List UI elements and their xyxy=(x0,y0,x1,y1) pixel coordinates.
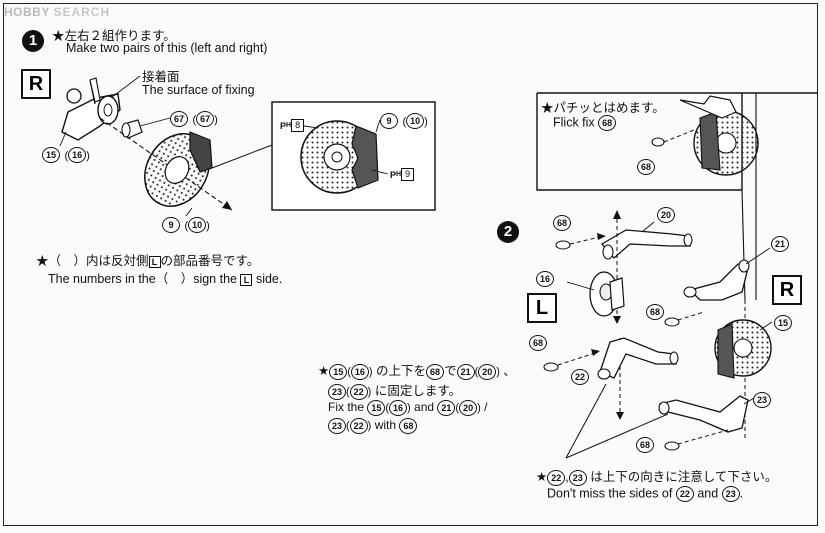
part-15-badge: 15 xyxy=(42,146,60,163)
part-10-badge: 10 xyxy=(188,216,207,233)
brake-disc-9 xyxy=(144,131,213,207)
part-22-label: 22 xyxy=(571,368,589,386)
upper-arm-21 xyxy=(683,259,750,301)
detail-parts-9-10: 9 (10) xyxy=(380,112,428,130)
part-21-label: 21 xyxy=(771,235,789,253)
fix-en-line2: 23(22) with 68 xyxy=(328,418,418,434)
side-badge-r: R xyxy=(21,69,51,99)
brake-disc-15 xyxy=(714,319,772,379)
flick-jp-text: ★パチッとはめます。 xyxy=(541,101,665,115)
watermark-brand: HOBBY xyxy=(4,5,50,19)
parts-9-10: 9 (10) xyxy=(162,216,210,234)
part-67b-badge: 67 xyxy=(196,110,215,127)
note-en: The numbers in the（ ）sign the L side. xyxy=(48,272,283,286)
side-badge-r2: R xyxy=(772,275,802,305)
knuckle-upright-r xyxy=(61,77,121,141)
step-number-2: 2 xyxy=(497,221,519,243)
pin-67 xyxy=(121,119,143,139)
flick-68-label: 68 xyxy=(637,158,655,176)
miss-jp: ★22,23 は上下の向きに注意して下さい。 xyxy=(536,469,778,486)
part-68c-label: 68 xyxy=(646,303,664,321)
watermark: HOBBY SEARCH xyxy=(4,5,110,19)
lower-arm-22 xyxy=(597,337,679,380)
part-20-label: 20 xyxy=(657,206,675,224)
part-68d-label: 68 xyxy=(529,334,547,352)
part-68e-label: 68 xyxy=(636,436,654,454)
lower-arm-23 xyxy=(658,395,749,433)
part-68-badge: 68 xyxy=(598,115,617,131)
part-67a-badge: 67 xyxy=(170,110,188,127)
ph9-box: 9 xyxy=(401,168,415,182)
flick-en-text: Flick fix 68 xyxy=(553,115,617,131)
hub-16 xyxy=(589,271,625,317)
flick-detail-art xyxy=(651,95,759,176)
part-23-label: 23 xyxy=(753,391,771,409)
parts-67: 67 (67) xyxy=(170,110,218,128)
surface-jp-label: 接着面 xyxy=(142,70,180,84)
part-16-label: 16 xyxy=(536,270,554,288)
fix-en-line1: Fix the 15(16) and 21(20) / xyxy=(328,400,488,416)
ph8-box: 8 xyxy=(291,119,305,133)
detail-disc xyxy=(300,119,389,194)
part-16-badge: 16 xyxy=(68,146,87,163)
step1-jp-text: ★左右２組作ります。 xyxy=(52,29,176,43)
fix-jp-line2: 23(22) に固定します。 xyxy=(328,380,461,400)
part-9-badge: 9 xyxy=(162,216,180,233)
step-number-1: 1 xyxy=(22,30,44,52)
part-68b-label: 68 xyxy=(553,214,571,232)
page-frame xyxy=(3,3,818,526)
side-badge-l: L xyxy=(527,293,557,323)
miss-en: Don't miss the sides of 22 and 23. xyxy=(547,486,744,502)
part-15-label: 15 xyxy=(774,314,792,332)
step1-en-text: Make two pairs of this (left and right) xyxy=(66,41,268,55)
watermark-suffix: SEARCH xyxy=(53,5,111,19)
parts-15-16: 15 (16) xyxy=(42,146,90,164)
upper-arm-20 xyxy=(600,229,693,260)
surface-en-label: The surface of fixing xyxy=(142,83,255,97)
